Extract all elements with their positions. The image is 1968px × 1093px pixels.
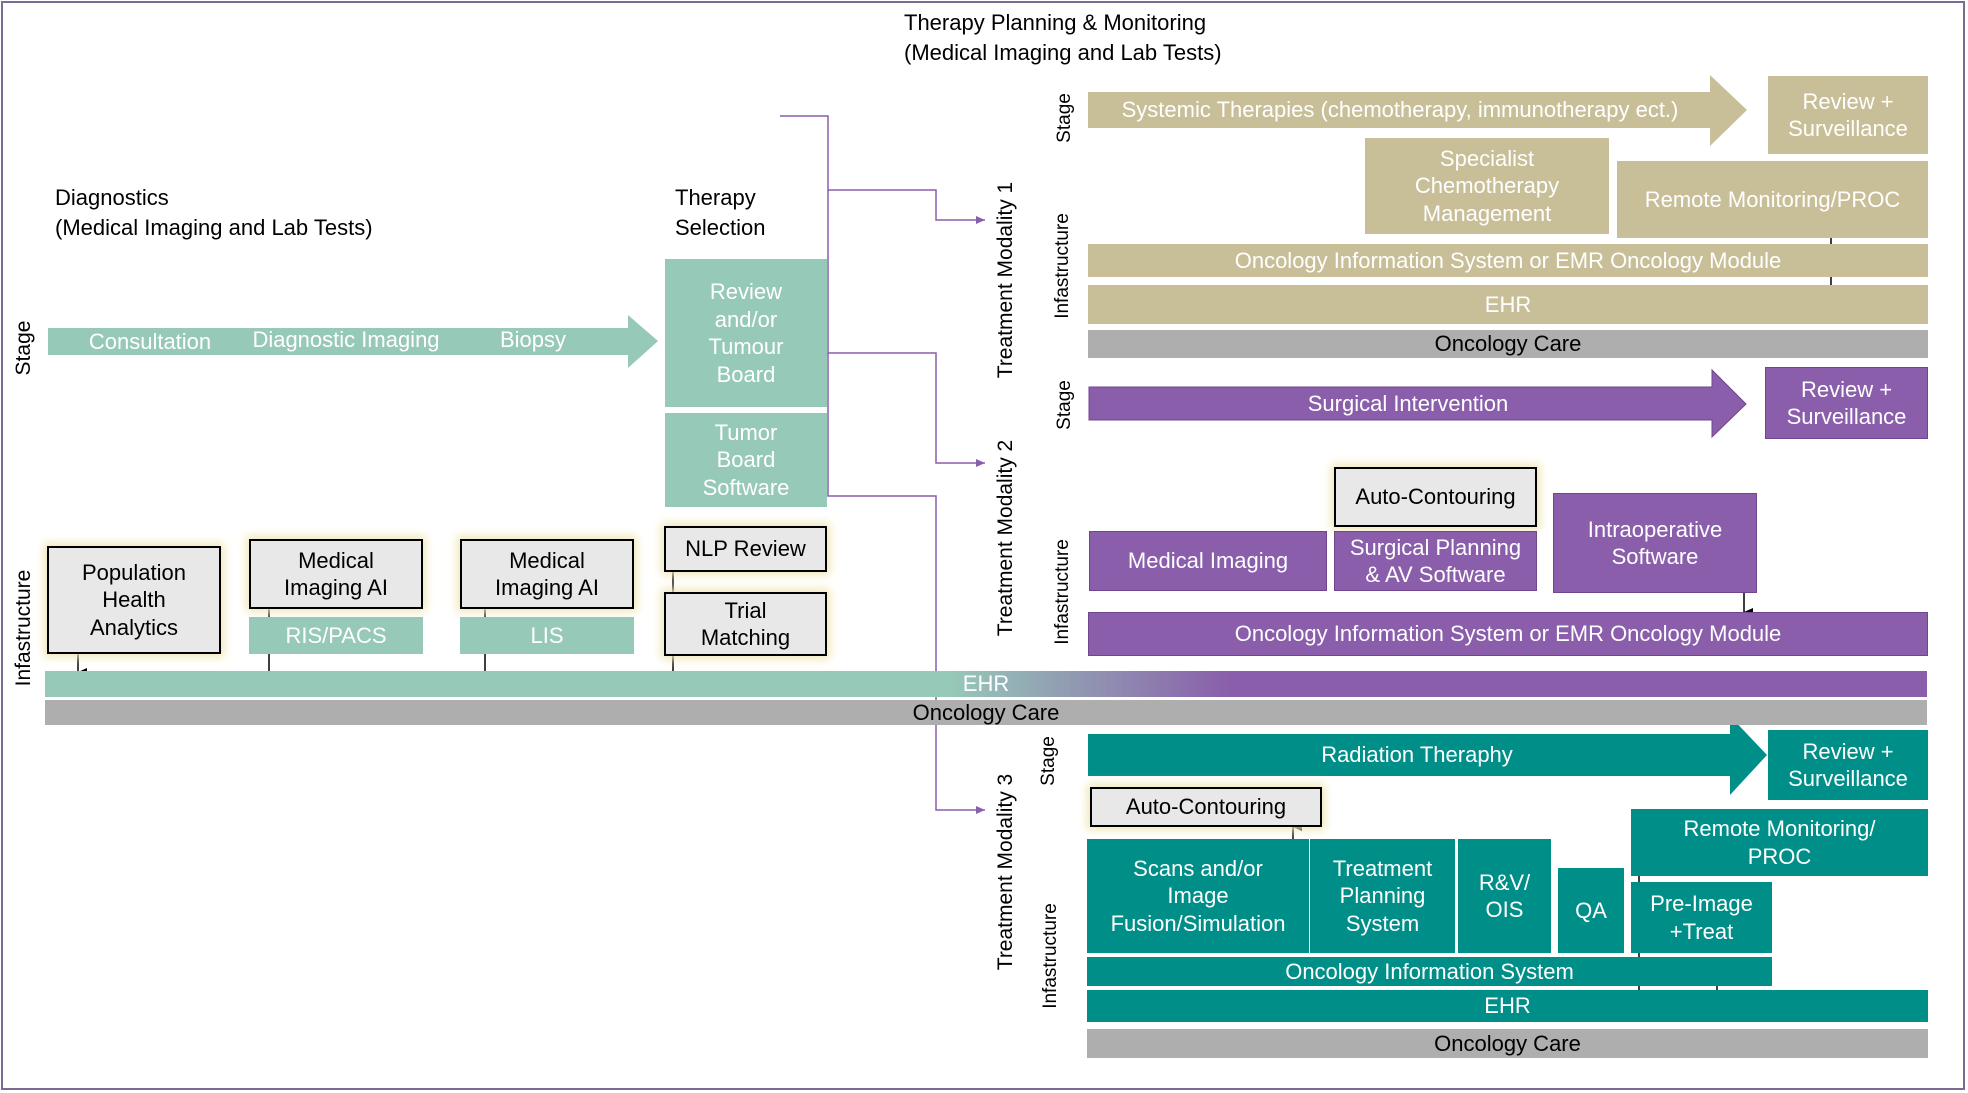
step-biopsy: Biopsy <box>499 327 567 353</box>
shared-oncology-care-bar: Oncology Care <box>45 700 1927 725</box>
modality1-oncology-care: Oncology Care <box>1088 330 1928 358</box>
modality1-ehr: EHR <box>1088 285 1928 324</box>
modality1-ois: Oncology Information System or EMR Oncol… <box>1088 244 1928 277</box>
modality3-remote-monitoring: Remote Monitoring/ PROC <box>1631 809 1928 876</box>
modality3-rv-ois: R&V/ OIS <box>1458 839 1551 953</box>
modality3-oncology-care: Oncology Care <box>1087 1029 1928 1058</box>
modality3-review: Review + Surveillance <box>1768 730 1928 800</box>
modality3-ehr: EHR <box>1087 990 1928 1022</box>
modality2-medical-imaging: Medical Imaging <box>1089 531 1327 591</box>
modality1-infra-label: Infastructure <box>1052 213 1073 319</box>
diagnostics-stage-label: Stage <box>12 320 35 376</box>
modality1-stage-label: Stage <box>1054 93 1075 143</box>
tumor-board-software: Tumor Board Software <box>665 413 827 507</box>
shared-ehr-bar: EHR <box>45 671 1927 697</box>
modality3-auto-contouring: Auto-Contouring <box>1090 787 1322 827</box>
nlp-review: NLP Review <box>664 526 827 572</box>
modality2-auto-contouring: Auto-Contouring <box>1334 467 1537 527</box>
modality3-stage-arrow <box>1088 716 1767 795</box>
therapy-selection-title: Therapy Selection <box>675 185 766 240</box>
modality2-stage-text: Surgical Intervention <box>1307 391 1509 417</box>
modality3-infra-label: Infastructure <box>1040 903 1061 1009</box>
modality2-ois: Oncology Information System or EMR Oncol… <box>1088 612 1928 656</box>
modality3-scans-fusion: Scans and/or Image Fusion/Simulation <box>1087 839 1309 953</box>
modality3-pre-image-treat: Pre-Image +Treat <box>1631 882 1772 953</box>
top-title: Therapy Planning & Monitoring (Medical I… <box>904 10 1222 65</box>
lis: LIS <box>460 617 634 654</box>
population-health-analytics: Population Health Analytics <box>47 546 221 654</box>
modality1-label: Treatment Modality 1 <box>994 181 1017 379</box>
modality1-specialist: Specialist Chemotherapy Management <box>1365 138 1609 234</box>
diagnostics-title: Diagnostics (Medical Imaging and Lab Tes… <box>55 185 373 240</box>
step-consultation: Consultation <box>88 329 212 355</box>
therapy-selection-connectors <box>780 115 985 814</box>
medical-imaging-ai-1: Medical Imaging AI <box>249 539 423 609</box>
modality2-review: Review + Surveillance <box>1765 367 1928 439</box>
modality2-label: Treatment Modality 2 <box>994 439 1017 637</box>
trial-matching: Trial Matching <box>664 592 827 656</box>
ris-pacs: RIS/PACS <box>249 617 423 654</box>
modality3-label: Treatment Modality 3 <box>994 773 1017 971</box>
modality3-stage-text: Radiation Theraphy <box>1321 742 1513 768</box>
medical-imaging-ai-2: Medical Imaging AI <box>460 539 634 609</box>
review-tumour-board: Review and/or Tumour Board <box>665 259 827 407</box>
diagnostics-infra-label: Infastructure <box>12 569 35 687</box>
modality2-stage-label: Stage <box>1054 380 1075 430</box>
modality3-treatment-planning: Treatment Planning System <box>1310 839 1455 953</box>
modality1-stage-arrow <box>1088 75 1747 146</box>
modality2-intraoperative: Intraoperative Software <box>1553 493 1757 593</box>
modality3-stage-label: Stage <box>1038 736 1059 786</box>
modality1-stage-text: Systemic Therapies (chemotherapy, immuno… <box>1121 97 1679 123</box>
modality1-remote-monitoring: Remote Monitoring/PROC <box>1617 161 1928 238</box>
modality1-review: Review + Surveillance <box>1768 76 1928 154</box>
diagnostics-stage-arrow <box>48 315 658 368</box>
modality3-qa: QA <box>1558 868 1624 953</box>
modality3-ois: Oncology Information System <box>1087 957 1772 986</box>
modality2-surgical-planning: Surgical Planning & AV Software <box>1334 531 1537 591</box>
modality2-stage-arrow <box>1088 368 1747 439</box>
modality2-infra-label: Infastructure <box>1052 539 1073 645</box>
step-diagnostic-imaging: Diagnostic Imaging <box>252 327 440 353</box>
